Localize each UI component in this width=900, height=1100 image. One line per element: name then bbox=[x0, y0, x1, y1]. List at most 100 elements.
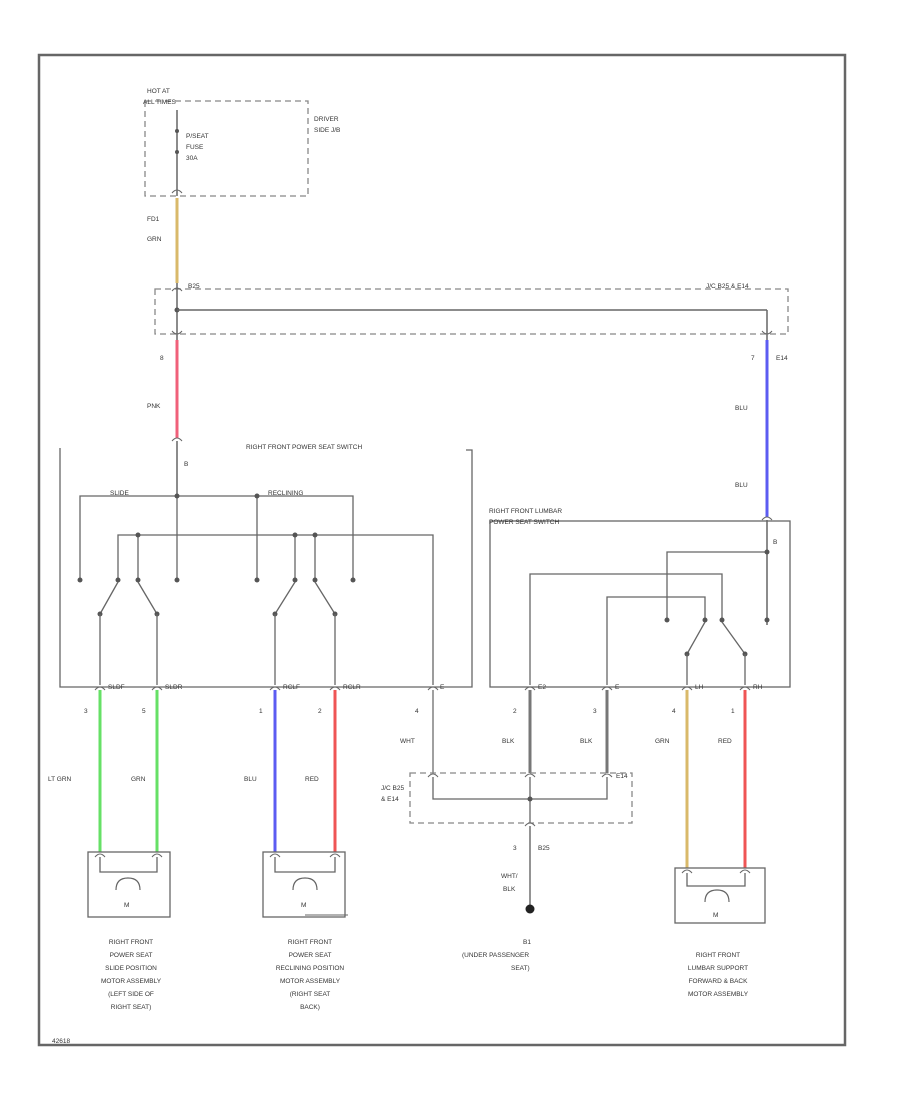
harness-color-6: BLK bbox=[580, 738, 593, 745]
slide-motor-caption: RIGHT FRONT POWER SEAT SLIDE POSITION MOTOR… bbox=[101, 939, 162, 1011]
slide-caption-line-4: (LEFT SIDE OF bbox=[108, 991, 154, 998]
lumbar-switch: RIGHT FRONT LUMBAR POWER SEAT SWITCH E2 … bbox=[489, 508, 791, 691]
harness-color-3: RED bbox=[305, 776, 319, 783]
lumbar-title-1: RIGHT FRONT LUMBAR bbox=[489, 508, 562, 515]
ground-jc-1: J/C B25 bbox=[381, 785, 405, 792]
lumbar-caption-line-2: FORWARD & BACK bbox=[689, 978, 749, 985]
pin-sldr: SLDR bbox=[165, 684, 183, 691]
ground-location-1: (UNDER PASSENGER bbox=[462, 952, 529, 959]
slide-caption-line-5: RIGHT SEAT) bbox=[111, 1004, 152, 1011]
reclining-caption-line-5: BACK) bbox=[300, 1004, 320, 1011]
left-color-label: PNK bbox=[147, 403, 161, 410]
main-switch: RIGHT FRONT POWER SEAT SWITCH SLIDE RECL… bbox=[59, 444, 473, 691]
outer-frame bbox=[37, 53, 847, 1047]
feed-color-label: GRN bbox=[147, 236, 162, 243]
lumbar-caption-line-3: MOTOR ASSEMBLY bbox=[688, 991, 749, 998]
slide-caption-line-3: MOTOR ASSEMBLY bbox=[101, 978, 162, 985]
reclining-motor: M bbox=[262, 851, 346, 918]
hot-at-label: HOT AT bbox=[147, 88, 170, 95]
lumbar-motor: M bbox=[674, 867, 766, 924]
lumbar-caption-line-0: RIGHT FRONT bbox=[696, 952, 740, 959]
right-pin-label: 7 bbox=[751, 355, 755, 362]
jc-label: J/C B25 & E14 bbox=[706, 283, 749, 290]
ground-jc-2: & E14 bbox=[381, 796, 399, 803]
harness-pin-3: 2 bbox=[318, 708, 322, 715]
harness-wires bbox=[98, 690, 747, 868]
slide-motor-symbol: M bbox=[124, 902, 129, 909]
harness-color-4: WHT bbox=[400, 738, 415, 745]
pin-rclf: RCLF bbox=[283, 684, 300, 691]
right-conn-label: E14 bbox=[776, 355, 788, 362]
slide-motor: M bbox=[87, 851, 171, 918]
harness-pin-6: 3 bbox=[593, 708, 597, 715]
right-color-upper: BLU bbox=[735, 405, 748, 412]
pin-e2: E2 bbox=[538, 684, 546, 691]
left-supply-wire: 8 PNK B bbox=[147, 340, 188, 495]
footer-code: 42618 bbox=[52, 1038, 70, 1045]
lumbar-caption-line-1: LUMBAR SUPPORT bbox=[688, 965, 748, 972]
ground-point bbox=[525, 904, 535, 914]
pin-e-main: E bbox=[440, 684, 445, 691]
slide-caption-line-0: RIGHT FRONT bbox=[109, 939, 153, 946]
jb-label-2: SIDE J/B bbox=[314, 127, 340, 134]
reclining-caption-line-2: RECLINING POSITION bbox=[276, 965, 345, 972]
reclining-caption-line-0: RIGHT FRONT bbox=[288, 939, 332, 946]
lumbar-b-pin: B bbox=[773, 539, 777, 546]
ground-conn-label: E14 bbox=[616, 773, 628, 780]
harness-pin-1: 5 bbox=[142, 708, 146, 715]
left-pin-label: 8 bbox=[160, 355, 164, 362]
reclining-caption-line-3: MOTOR ASSEMBLY bbox=[280, 978, 341, 985]
harness-pin-2: 1 bbox=[259, 708, 263, 715]
harness-color-7: GRN bbox=[655, 738, 670, 745]
harness-color-0: LT GRN bbox=[48, 776, 72, 783]
harness-color-5: BLK bbox=[502, 738, 515, 745]
reclining-caption-line-4: (RIGHT SEAT bbox=[290, 991, 331, 998]
pin-lh: LH bbox=[695, 684, 704, 691]
harness-pin-5: 2 bbox=[513, 708, 517, 715]
harness-pin-0: 3 bbox=[84, 708, 88, 715]
lumbar-title-2: POWER SEAT SWITCH bbox=[489, 519, 559, 526]
ground-wire-2: BLK bbox=[503, 886, 516, 893]
harness-pin-7: 4 bbox=[672, 708, 676, 715]
switch-b-pin: B bbox=[184, 461, 188, 468]
pin-sldf: SLDF bbox=[108, 684, 125, 691]
feed-conn-label: FD1 bbox=[147, 216, 160, 223]
ground-splice-label: B25 bbox=[538, 845, 550, 852]
reclining-label: RECLINING bbox=[268, 490, 303, 497]
main-switch-title: RIGHT FRONT POWER SEAT SWITCH bbox=[246, 444, 362, 451]
harness-pin-8: 1 bbox=[731, 708, 735, 715]
harness-pin-4: 4 bbox=[415, 708, 419, 715]
fuse-box: HOT AT ALL TIMES P/SEAT FUSE 30A DRIVER … bbox=[143, 88, 340, 197]
right-color-lower: BLU bbox=[735, 482, 748, 489]
ground-name: B1 bbox=[523, 939, 531, 946]
fuse-rating: 30A bbox=[186, 155, 198, 162]
ground-section: E14 J/C B25 & E14 3 B25 WHT/ BLK B1 (UND… bbox=[381, 772, 633, 972]
lumbar-motor-caption: RIGHT FRONT LUMBAR SUPPORT FORWARD & BACK M… bbox=[688, 952, 749, 998]
junction-splice-label: B25 bbox=[188, 283, 200, 290]
all-times-label: ALL TIMES bbox=[143, 99, 177, 106]
feed-wire: FD1 GRN bbox=[147, 198, 179, 283]
pin-rh: RH bbox=[753, 684, 763, 691]
harness-color-1: GRN bbox=[131, 776, 146, 783]
pin-e-lumbar: E bbox=[615, 684, 620, 691]
right-supply-wire: 7 E14 BLU BLU B bbox=[735, 340, 788, 625]
ground-pin-label: 3 bbox=[513, 845, 517, 852]
pin-rclr: RCLR bbox=[343, 684, 361, 691]
jb-label-1: DRIVER bbox=[314, 116, 339, 123]
junction-connector: B25 J/C B25 & E14 bbox=[154, 283, 789, 340]
ground-wire-1: WHT/ bbox=[501, 873, 518, 880]
slide-caption-line-2: SLIDE POSITION bbox=[105, 965, 157, 972]
reclining-motor-caption: RIGHT FRONT POWER SEAT RECLINING POSITION M… bbox=[276, 939, 345, 1011]
lumbar-motor-symbol: M bbox=[713, 912, 718, 919]
ground-location-2: SEAT) bbox=[511, 965, 530, 972]
harness-color-2: BLU bbox=[244, 776, 257, 783]
harness-color-8: RED bbox=[718, 738, 732, 745]
fuse-name: P/SEAT bbox=[186, 133, 209, 140]
slide-caption-line-1: POWER SEAT bbox=[110, 952, 153, 959]
slide-label: SLIDE bbox=[110, 490, 129, 497]
fuse-word: FUSE bbox=[186, 144, 204, 151]
reclining-caption-line-1: POWER SEAT bbox=[289, 952, 332, 959]
